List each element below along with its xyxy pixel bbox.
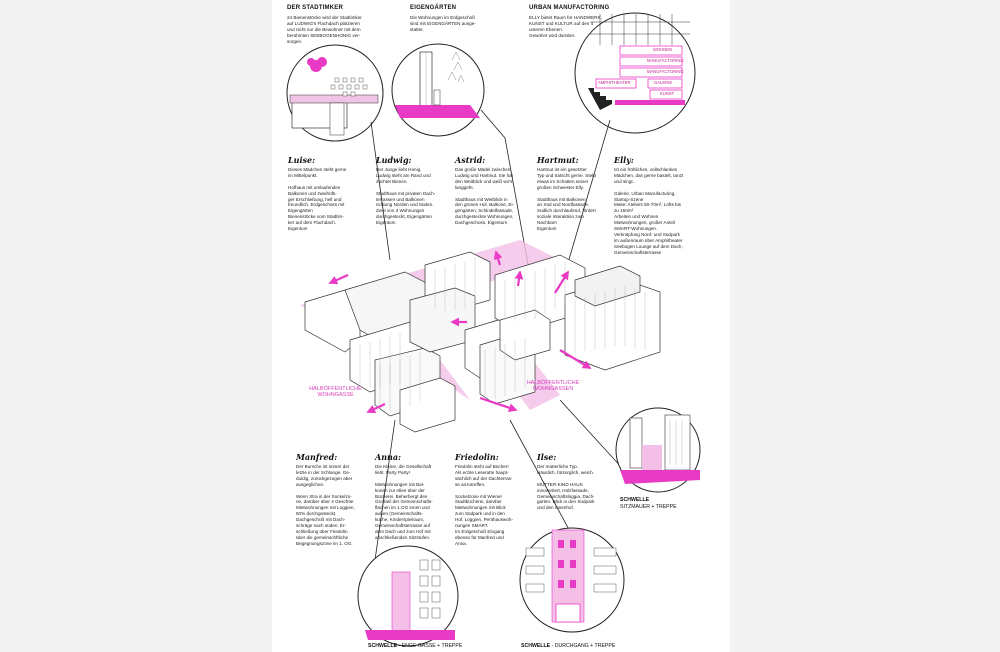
inset-label-galerie: GALERIE bbox=[654, 80, 673, 85]
elly-name: Elly: bbox=[614, 155, 634, 165]
wohngassen-label: HALBÖFFENTLICHE WOHNGASSEN bbox=[526, 380, 580, 392]
ilse-name: Ilse: bbox=[537, 452, 557, 462]
enge-gasse-caption-rest: - ENGE GASSE + TREPPE bbox=[397, 643, 463, 649]
anna-name: Anna: bbox=[375, 452, 401, 462]
sitzmauer-caption-bold: SCHWELLE bbox=[620, 497, 650, 503]
inset-label-kunst: KUNST bbox=[660, 91, 675, 96]
hartmut-text: Hartmut ist ein gesetzter Typ und tratsc… bbox=[537, 167, 596, 232]
luise-name: Luise: bbox=[288, 155, 316, 165]
astrid-name: Astrid: bbox=[455, 155, 486, 165]
enge-gasse-caption-bold: SCHWELLE bbox=[368, 643, 398, 649]
site-axonometric bbox=[300, 240, 661, 433]
eigengaerten-inset bbox=[391, 43, 485, 137]
ludwig-name: Ludwig: bbox=[376, 155, 412, 165]
inset-label-manufactoring-2: MANUFACTORING bbox=[647, 69, 684, 74]
enge-gasse-inset bbox=[357, 545, 459, 647]
sitzmauer-inset bbox=[615, 407, 701, 493]
durchgang-caption: SCHWELLE - DURCHGANG + TREPPE bbox=[521, 643, 615, 649]
sitzmauer-caption: SCHWELLE SITZMAUER + TREPPE bbox=[620, 497, 677, 511]
friedolin-text: Friedolin steht auf Bücher! Als echte Le… bbox=[455, 464, 513, 546]
manufactoring-inset bbox=[574, 12, 696, 134]
stadtimker-text: 24 Bienenstöcke wird der Stadtimker auf … bbox=[287, 15, 362, 44]
luise-text: Dieses Mädchen steht gerne im Mittelpunk… bbox=[288, 167, 347, 232]
manufactoring-text: ELLY bietet Raum für HANDWERK, KUNST und… bbox=[529, 15, 602, 38]
ilse-text: Der mütterliche Typ. Häuslich, fürsorgli… bbox=[537, 464, 595, 511]
durchgang-inset bbox=[519, 527, 625, 633]
durchgang-caption-rest: - DURCHGANG + TREPPE bbox=[550, 643, 616, 649]
enge-gasse-caption: SCHWELLE - ENGE GASSE + TREPPE bbox=[368, 643, 462, 649]
inset-label-manufactoring-1: MANUFACTORING bbox=[647, 58, 684, 63]
stadtimker-inset bbox=[286, 44, 384, 142]
manfred-name: Manfred: bbox=[296, 452, 338, 462]
inset-label-amphitheater: AMPHITHEATER bbox=[598, 80, 631, 85]
sitzmauer-caption-rest: SITZMAUER + TREPPE bbox=[620, 504, 677, 510]
astrid-text: Das große Mädel zwischen Ludwig und Hart… bbox=[455, 167, 514, 226]
wohngasse-label: HALBÖFFENTLICHE WOHNGASSE bbox=[309, 386, 362, 398]
manfred-text: Der Bursche ist immer der letzte in der … bbox=[296, 464, 355, 546]
eigengaerten-text: Die Wohnungen im Erdgeschoß sind mit EIG… bbox=[410, 15, 476, 32]
elly-text: Ist ein fröhliches, vollschlankes Mädche… bbox=[614, 167, 684, 255]
manufactoring-title: URBAN MANUFACTORING bbox=[529, 5, 610, 11]
hartmut-name: Hartmut: bbox=[537, 155, 579, 165]
stadtimker-title: DER STADTIMKER bbox=[287, 5, 344, 11]
durchgang-caption-bold: SCHWELLE bbox=[521, 643, 551, 649]
friedolin-name: Friedolin: bbox=[455, 452, 499, 462]
ludwig-text: Der Junge liebt Honig. Ludwig steht am R… bbox=[376, 167, 436, 226]
eigengaerten-title: EIGENGÄRTEN bbox=[410, 5, 457, 11]
inset-label-wohnen: WOHNEN bbox=[653, 47, 673, 52]
anna-text: Die Kleine, die Gesellschaft liebt. Part… bbox=[375, 464, 433, 540]
